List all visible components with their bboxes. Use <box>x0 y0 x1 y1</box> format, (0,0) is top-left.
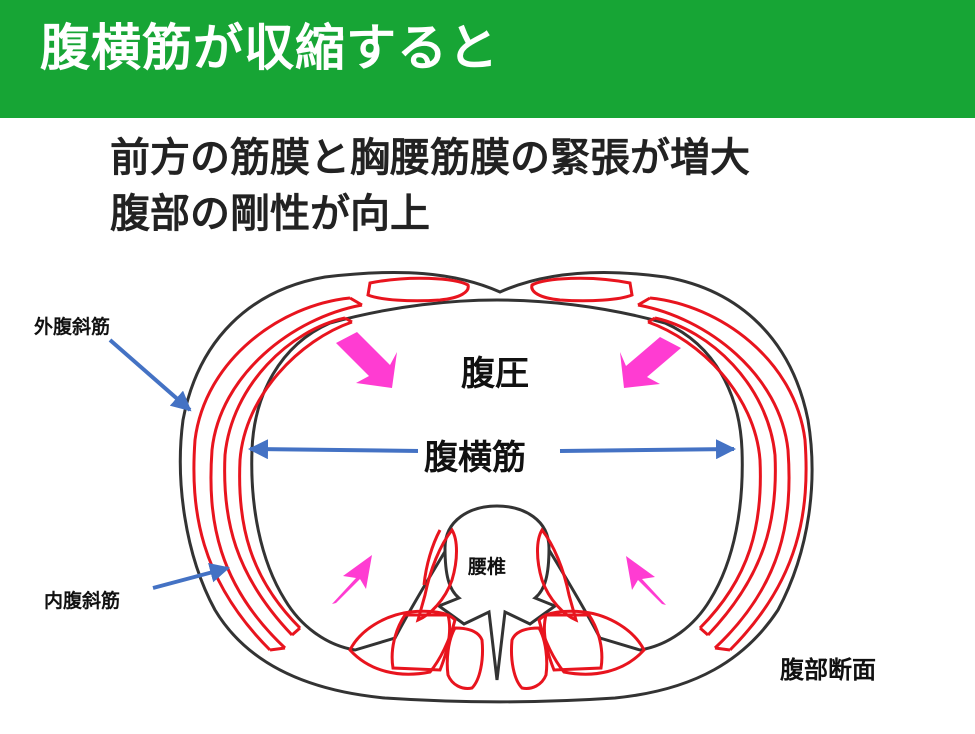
left-lateral-muscles <box>192 296 363 652</box>
page-title: 腹横筋が収縮すると <box>40 19 499 77</box>
abdominal-pressure-label: 腹圧 <box>461 354 529 394</box>
external-oblique-pointer <box>108 338 192 412</box>
right-lateral-muscles <box>637 296 808 652</box>
cross-section-label: 腹部断面 <box>780 656 876 684</box>
lumbar-vertebra-label: 腰椎 <box>468 556 507 578</box>
external-oblique-label: 外腹斜筋 <box>34 316 111 338</box>
subtitle-line-2: 腹部の剛性が向上 <box>110 191 430 237</box>
internal-oblique-pointer <box>152 562 230 590</box>
subtitle-line-1: 前方の筋膜と胸腰筋膜の緊張が増大 <box>110 135 750 181</box>
pressure-arrow-bottom-right <box>626 556 666 605</box>
header-bar: 腹横筋が収縮すると <box>0 0 975 118</box>
internal-oblique-label: 内腹斜筋 <box>44 590 121 612</box>
pressure-arrow-top-left <box>336 332 397 388</box>
pressure-arrow-bottom-left <box>332 555 372 604</box>
lumbar-vertebra-shape <box>435 504 559 681</box>
pressure-arrow-top-right <box>620 337 681 388</box>
transversus-abdominis-label: 腹横筋 <box>418 430 532 479</box>
rectus-abdominis <box>366 276 634 303</box>
transversus-left-arrow <box>248 439 421 460</box>
transversus-right-arrow <box>559 439 736 460</box>
back-muscles <box>348 527 646 690</box>
